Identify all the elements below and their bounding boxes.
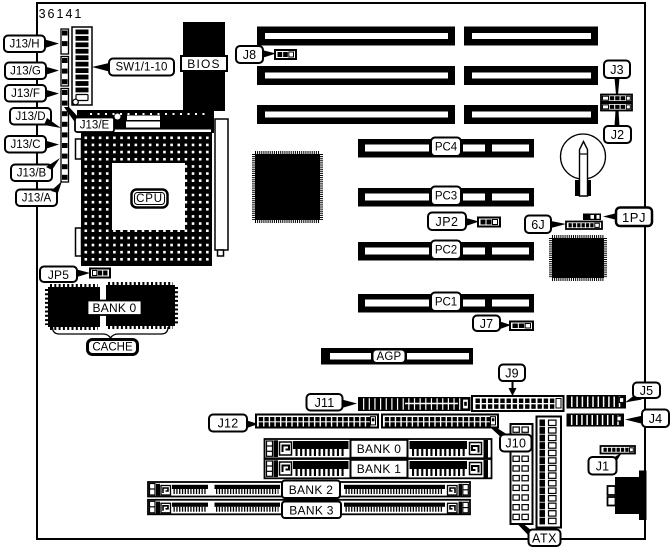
svg-text:PC1: PC1 xyxy=(435,296,457,308)
svg-text:J7: J7 xyxy=(480,317,494,331)
svg-text:J13/B: J13/B xyxy=(17,167,47,179)
svg-text:36141: 36141 xyxy=(39,7,84,21)
svg-text:ATX: ATX xyxy=(532,531,557,545)
svg-text:J13/A: J13/A xyxy=(22,192,52,204)
svg-text:J9: J9 xyxy=(505,366,519,380)
svg-text:JP5: JP5 xyxy=(48,268,69,282)
svg-text:J8: J8 xyxy=(243,48,257,62)
svg-text:BIOS: BIOS xyxy=(187,57,220,71)
svg-text:PC4: PC4 xyxy=(435,141,458,153)
svg-text:BANK 2: BANK 2 xyxy=(289,483,334,497)
svg-text:CPU: CPU xyxy=(136,193,163,205)
svg-text:J13/C: J13/C xyxy=(10,139,40,151)
svg-text:J1: J1 xyxy=(596,459,610,473)
svg-text:J13/F: J13/F xyxy=(11,88,40,100)
svg-text:J5: J5 xyxy=(640,384,654,398)
svg-text:SW1/1-10: SW1/1-10 xyxy=(116,62,168,74)
svg-text:J11: J11 xyxy=(315,396,335,410)
svg-text:J13/G: J13/G xyxy=(10,65,41,77)
svg-text:J3: J3 xyxy=(610,63,624,77)
svg-text:PC3: PC3 xyxy=(435,190,457,202)
svg-text:BANK 0: BANK 0 xyxy=(357,442,402,456)
svg-text:JP2: JP2 xyxy=(435,215,458,229)
svg-text:J2: J2 xyxy=(611,128,625,142)
svg-text:J12: J12 xyxy=(218,417,239,431)
svg-text:BANK 3: BANK 3 xyxy=(289,503,334,517)
svg-text:BANK 1: BANK 1 xyxy=(357,462,402,476)
svg-text:J13/H: J13/H xyxy=(9,38,39,50)
svg-text:CACHE: CACHE xyxy=(92,342,133,354)
svg-text:J10: J10 xyxy=(505,437,526,451)
svg-text:J4: J4 xyxy=(649,412,663,426)
svg-text:AGP: AGP xyxy=(377,351,402,363)
svg-text:6J: 6J xyxy=(531,218,545,232)
svg-text:1PJ: 1PJ xyxy=(622,210,646,225)
svg-text:PC2: PC2 xyxy=(435,244,457,256)
svg-text:BANK 0: BANK 0 xyxy=(93,301,137,315)
svg-text:J13/E: J13/E xyxy=(80,119,110,131)
svg-text:J13/D: J13/D xyxy=(15,111,45,123)
